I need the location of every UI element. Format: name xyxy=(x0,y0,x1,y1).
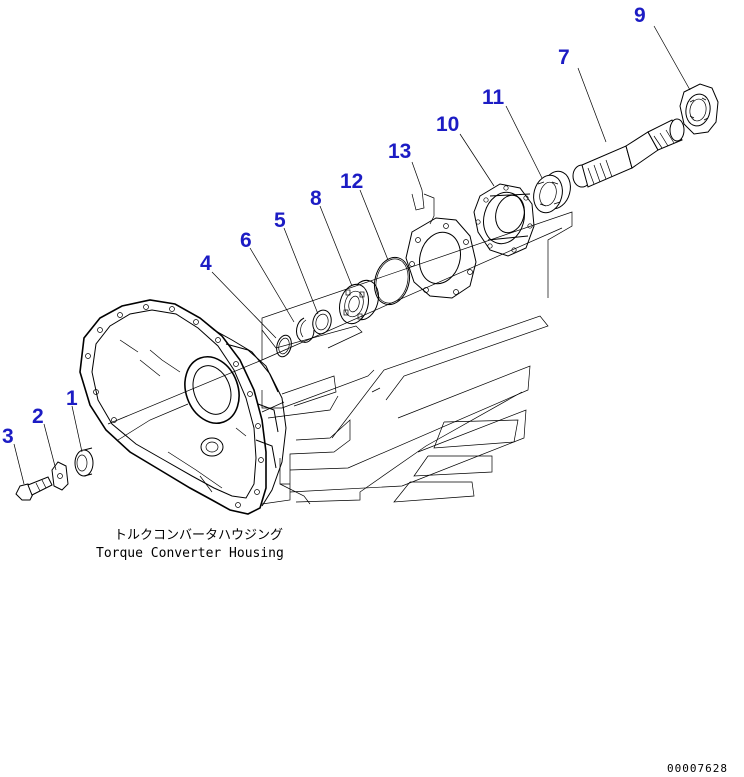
callout-6: 6 xyxy=(240,229,252,252)
callout-4: 4 xyxy=(200,252,212,275)
assembly-guide-lines xyxy=(107,211,573,505)
callout-9: 9 xyxy=(634,4,646,27)
drawing-number: 00007628 xyxy=(667,762,728,775)
part-4-snap-ring xyxy=(276,334,292,358)
callout-labels: 1 2 3 4 6 5 8 12 13 10 11 7 9 xyxy=(2,4,646,448)
callout-12: 12 xyxy=(340,170,363,193)
part-3-bolt xyxy=(15,476,53,501)
callout-1: 1 xyxy=(66,387,78,410)
caption-english: Torque Converter Housing xyxy=(96,546,284,561)
callout-2: 2 xyxy=(32,405,44,428)
leader-lines xyxy=(13,25,691,485)
part-8-bearing xyxy=(339,279,379,325)
callout-3: 3 xyxy=(2,425,14,448)
callout-8: 8 xyxy=(310,187,322,210)
callout-7: 7 xyxy=(558,46,570,69)
part-9-coupling xyxy=(679,83,719,135)
part-10-cage xyxy=(473,183,535,257)
part-1-cover xyxy=(74,447,94,477)
callout-10: 10 xyxy=(436,113,459,136)
torque-converter-housing xyxy=(79,299,287,515)
callout-13: 13 xyxy=(388,140,411,163)
part-5-washer xyxy=(312,309,332,335)
part-7-shaft xyxy=(572,118,685,188)
part-2-lock-plate xyxy=(51,461,69,491)
part-11-seal xyxy=(533,170,571,214)
caption-japanese: トルクコンバータハウジング xyxy=(114,528,283,543)
part-12-o-ring xyxy=(373,256,411,306)
part-6-snap-ring xyxy=(296,317,315,343)
callout-11: 11 xyxy=(482,86,505,109)
callout-5: 5 xyxy=(274,209,286,232)
part-13-gasket xyxy=(405,217,477,299)
